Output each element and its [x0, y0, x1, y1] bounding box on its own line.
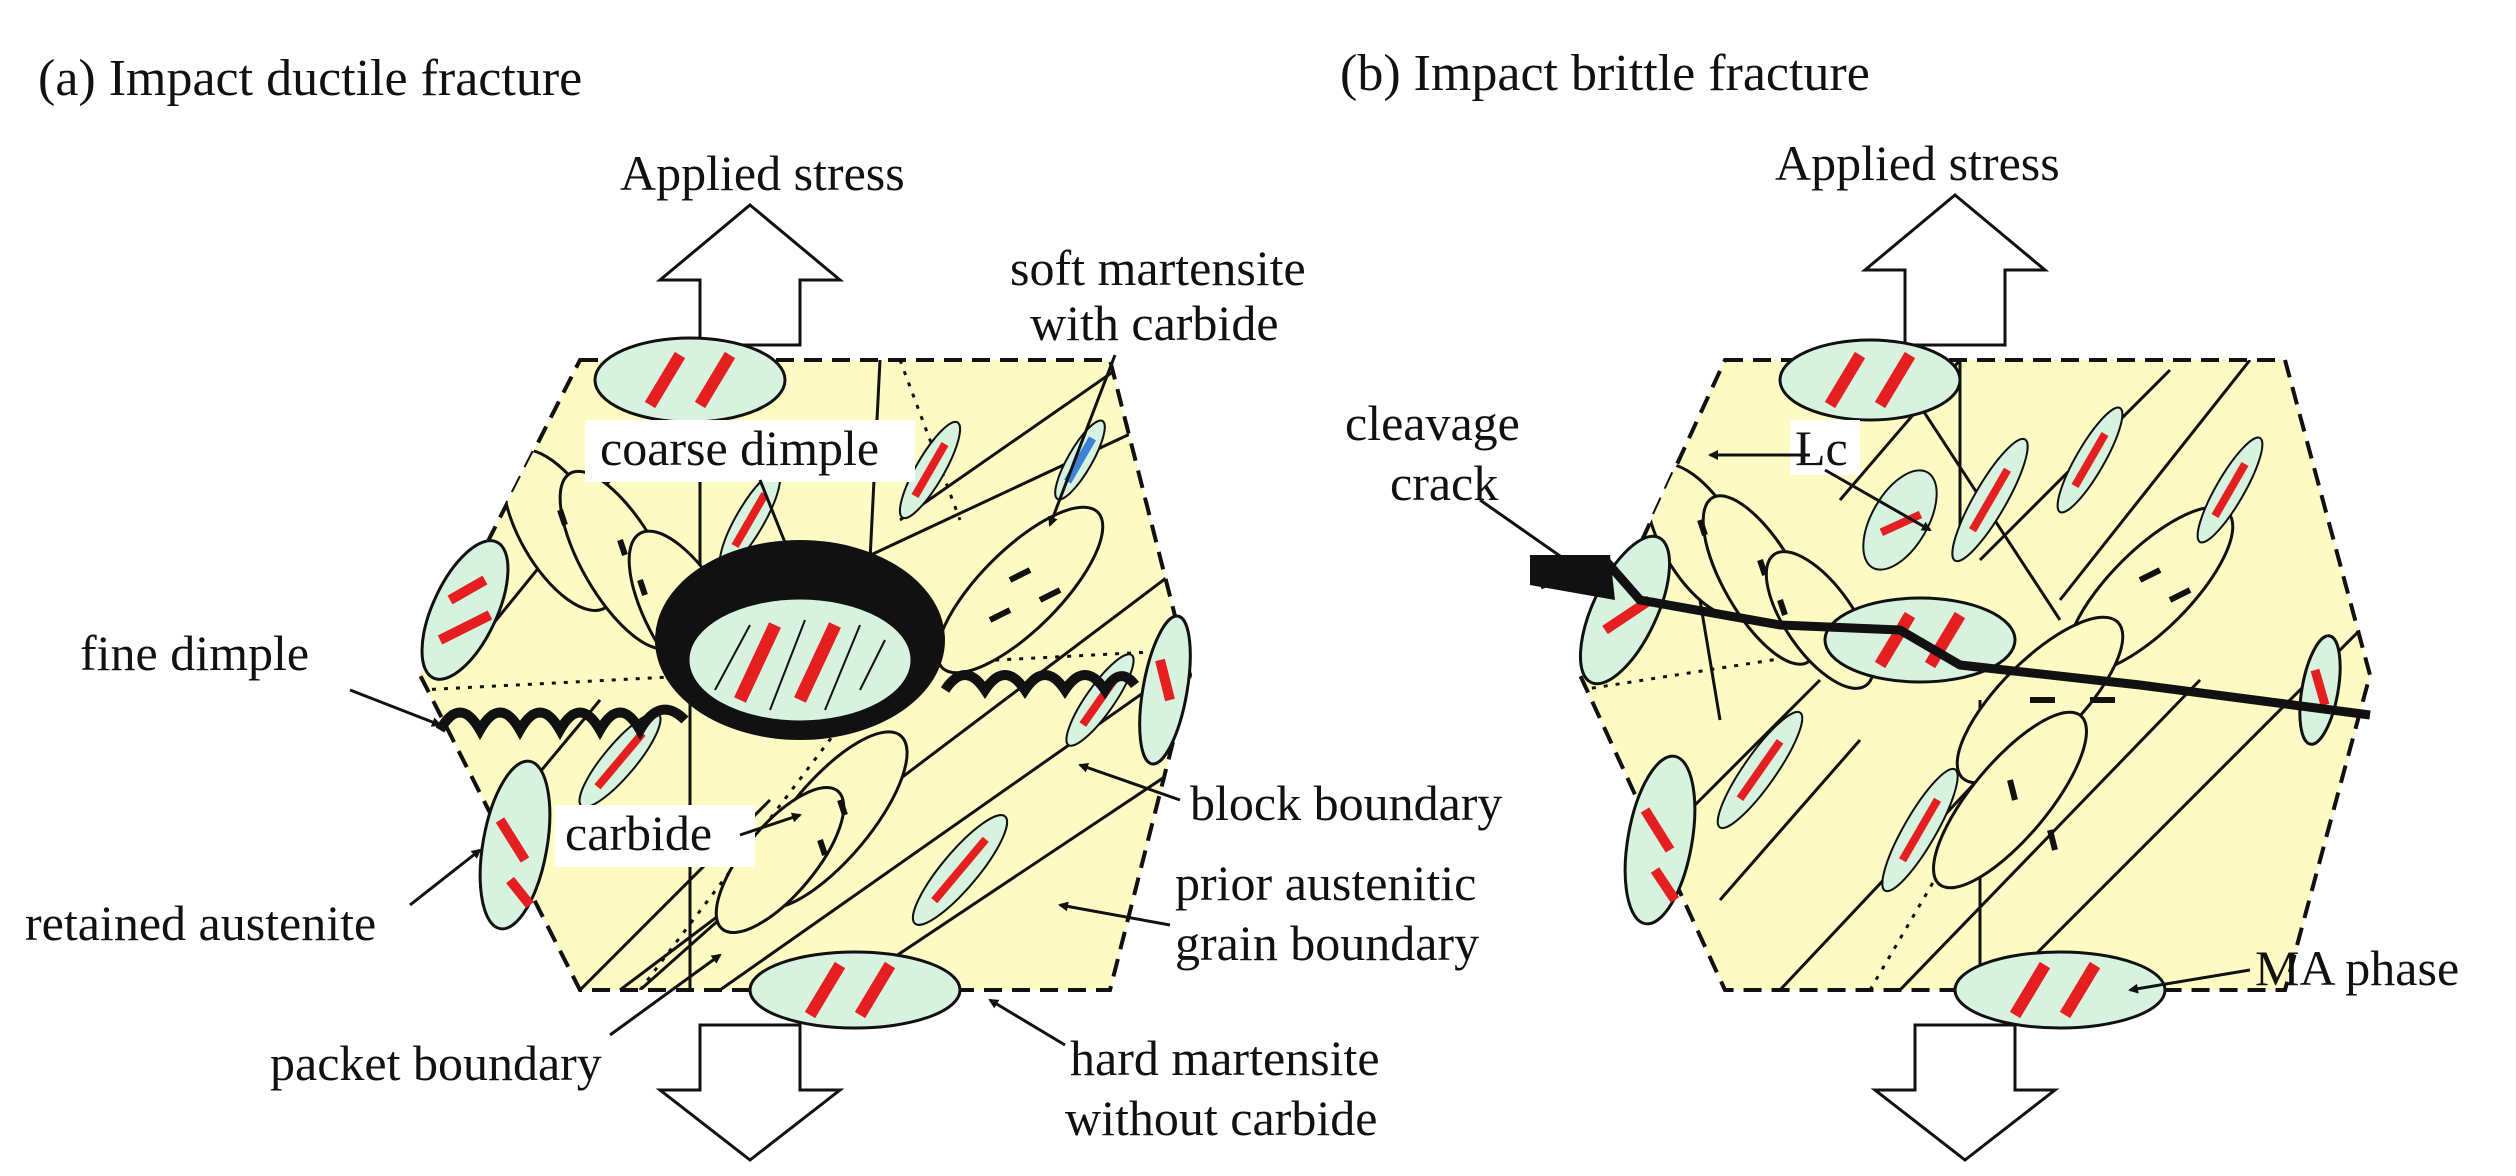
panel-b-title: (b) Impact brittle fracture — [1340, 45, 1870, 102]
soft-martensite-label-line2: with carbide — [1030, 295, 1279, 351]
hard-martensite-label-line1: hard martensite — [1070, 1030, 1380, 1086]
retained-austenite-label: retained austenite — [25, 895, 376, 951]
panel-a-title: (a) Impact ductile fracture — [38, 50, 582, 107]
panel-b-small-ma-laths — [1716, 406, 2264, 893]
panel-a-coarse-dimple — [655, 540, 945, 740]
panel-b-applied-stress-label: Applied stress — [1775, 135, 2060, 191]
panel-a-ma-left — [420, 539, 510, 681]
packet-boundary-label: packet boundary — [270, 1035, 602, 1091]
panel-a-ma-right — [1138, 614, 1192, 766]
panel-a-ma-top — [593, 336, 787, 424]
panel-a-retained-austenite-grain — [478, 759, 552, 931]
cleavage-crack-label-line1: cleavage — [1345, 395, 1520, 451]
panel-b-stress-arrow-down — [1870, 1023, 2060, 1162]
panel-a-applied-stress-label: Applied stress — [620, 145, 905, 201]
prior-austenitic-label-line2: grain boundary — [1175, 915, 1479, 971]
panel-b-leader-arrows — [1479, 450, 2251, 994]
soft-martensite-label-line1: soft martensite — [1010, 240, 1306, 296]
coarse-dimple-label: coarse dimple — [600, 420, 879, 476]
panel-a-fine-dimple-left — [435, 704, 689, 741]
panel-a-stress-arrow-up — [655, 203, 845, 347]
prior-austenitic-label-line1: prior austenitic — [1175, 855, 1476, 911]
panel-b-stress-arrow-up — [1860, 193, 2050, 347]
panel-a-ma-bottom — [748, 950, 962, 1030]
lc-label: Lc — [1795, 420, 1848, 476]
panel-b-ma-top — [1778, 338, 1962, 422]
panel-b-ma-left-lower — [1623, 754, 1697, 926]
panel-b: (b) Impact brittle fracture Applied stre… — [1340, 45, 2459, 1162]
panel-b-ma-bottom — [1953, 950, 2167, 1030]
panel-b-carbide-marks — [1697, 519, 2192, 851]
panel-a-leader-arrows — [349, 354, 1181, 1047]
ma-phase-label: MA phase — [2255, 940, 2459, 996]
panel-a-fine-dimple-right — [940, 670, 1139, 700]
hard-martensite-label-line2: without carbide — [1065, 1090, 1377, 1146]
block-boundary-label: block boundary — [1190, 775, 1502, 831]
panel-b-ma-right — [2298, 634, 2342, 746]
fine-dimple-label: fine dimple — [80, 625, 309, 681]
carbide-label: carbide — [565, 805, 712, 861]
panel-a: (a) Impact ductile fracture Applied stre… — [25, 50, 1502, 1162]
panel-a-stress-arrow-down — [655, 1023, 845, 1162]
cleavage-crack-tip — [1530, 555, 1615, 600]
